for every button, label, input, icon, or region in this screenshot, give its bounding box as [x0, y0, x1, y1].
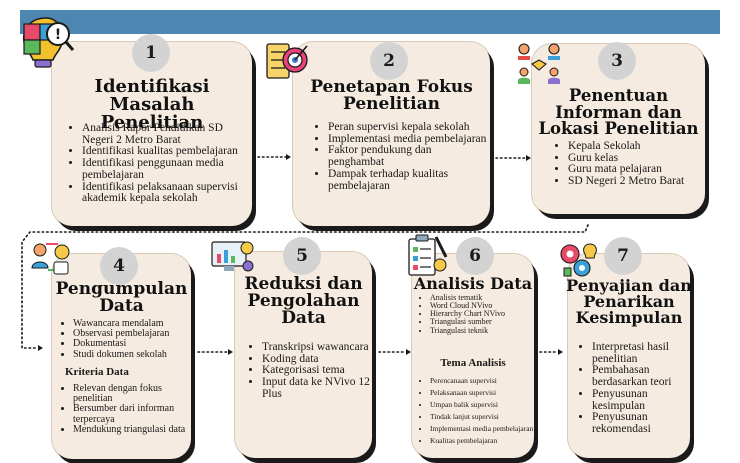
gears-bulb-icon [560, 243, 597, 277]
step-card-1 [52, 42, 252, 226]
step-card-5 [235, 252, 372, 458]
list-item: Kualitas pembelajaran [430, 435, 534, 447]
theme-list: Perencanaan supervisi Pelaksanaan superv… [430, 375, 534, 447]
step-number-badge: 7 [604, 237, 642, 275]
list-item: Wawancara mendalam [73, 318, 193, 329]
list-item: Kategorisasi tema [262, 365, 372, 377]
header-bar [20, 10, 720, 34]
list-item: Umpan balik supervisi [430, 399, 534, 411]
list-item: Triangulasi teknik [430, 326, 534, 335]
list-item: Koding data [262, 353, 372, 366]
step-card-4 [52, 254, 191, 459]
list-item: Identifikasi pelaksanaan supervisi akade… [82, 181, 252, 205]
list-item: Dokumentasi [73, 339, 193, 349]
list-item: Mendukung triangulasi data [73, 424, 191, 435]
list-item: Analisis tematik [430, 293, 534, 302]
step-item-list: Peran supervisi kepala sekolah Implement… [328, 121, 488, 192]
list-item: Implementasi media pembelajaran [430, 423, 534, 435]
step-item-list: Analisis tematik Word Cloud NVivo Hierar… [430, 293, 534, 335]
list-item: Input data ke NVivo 12 Plus [262, 376, 372, 400]
step-item-list: Interpretasi hasil penelitian Pembahasan… [592, 341, 688, 436]
list-item: Guru kelas [568, 152, 703, 165]
list-item: Pembahasan berdasarkan teori [592, 364, 688, 388]
step-item-list: Transkripsi wawancara Koding data Katego… [262, 341, 372, 401]
list-item: Identifikasi kualitas pembelajaran [82, 146, 252, 158]
list-item: Studi dokumen sekolah [73, 349, 193, 360]
monitor-analytics-icon [211, 241, 254, 272]
list-item: Penyusunan kesimpulan [592, 388, 688, 412]
target-checklist-icon [266, 43, 308, 79]
list-item: Identifikasi penggunaan media pembelajar… [82, 157, 252, 181]
clipboard-chart-icon [408, 234, 448, 276]
list-item: Observasi pembelajaran [73, 328, 193, 339]
list-item: Tindak lanjut supervisi [430, 411, 534, 423]
list-item: Perencanaan supervisi [430, 375, 534, 387]
step-card-7 [568, 254, 690, 458]
list-item: Interpretasi hasil penelitian [592, 341, 688, 365]
list-item: Pelaksanaan supervisi [430, 387, 534, 399]
people-handshake-icon [518, 43, 560, 84]
list-item: Relevan dengan fokus penelitian [73, 383, 191, 404]
lightbulb-puzzle-icon: ! [22, 17, 75, 68]
list-item: Analisis Rapor Pendidikan SD Negeri 2 Me… [82, 122, 252, 146]
list-item: SD Negeri 2 Metro Barat [568, 175, 703, 188]
list-item: Implementasi media pembelajaran [328, 133, 488, 146]
list-item: Kepala Sekolah [568, 140, 703, 153]
step-title: Analisis Data [413, 274, 533, 293]
criteria-list: Relevan dengan fokus penelitian Bersumbe… [73, 383, 191, 435]
step-item-list: Wawancara mendalam Observasi pembelajara… [73, 318, 193, 360]
theme-heading: Tema Analisis [440, 357, 506, 369]
step-number-badge: 5 [283, 237, 321, 275]
list-item: Hierarchy Chart NVivo [430, 310, 534, 318]
step-item-list: Analisis Rapor Pendidikan SD Negeri 2 Me… [82, 122, 252, 205]
step-number-badge: 3 [598, 42, 636, 80]
step-number-badge: 1 [132, 34, 170, 72]
step-card-6 [412, 254, 534, 458]
list-item: Triangulasi sumber [430, 318, 534, 326]
svg-text:!: ! [55, 27, 61, 43]
step-number-badge: 6 [456, 237, 494, 275]
step-number-badge: 4 [100, 247, 138, 285]
list-item: Faktor pendukung dan penghambat [328, 144, 488, 168]
list-item: Penyusunan rekomendasi [592, 411, 688, 435]
data-exchange-icon [31, 243, 70, 275]
criteria-heading: Kriteria Data [65, 366, 129, 378]
list-item: Bersumber dari informan terpercaya [73, 404, 191, 425]
list-item: Guru mata pelajaran [568, 164, 703, 176]
step-number-badge: 2 [370, 42, 408, 80]
list-item: Transkripsi wawancara [262, 341, 372, 354]
step-item-list: Kepala Sekolah Guru kelas Guru mata pela… [568, 140, 703, 188]
list-item: Dampak terhadap kualitas pembelajaran [328, 168, 488, 192]
list-item: Peran supervisi kepala sekolah [328, 121, 488, 134]
list-item: Word Cloud NVivo [430, 301, 534, 310]
